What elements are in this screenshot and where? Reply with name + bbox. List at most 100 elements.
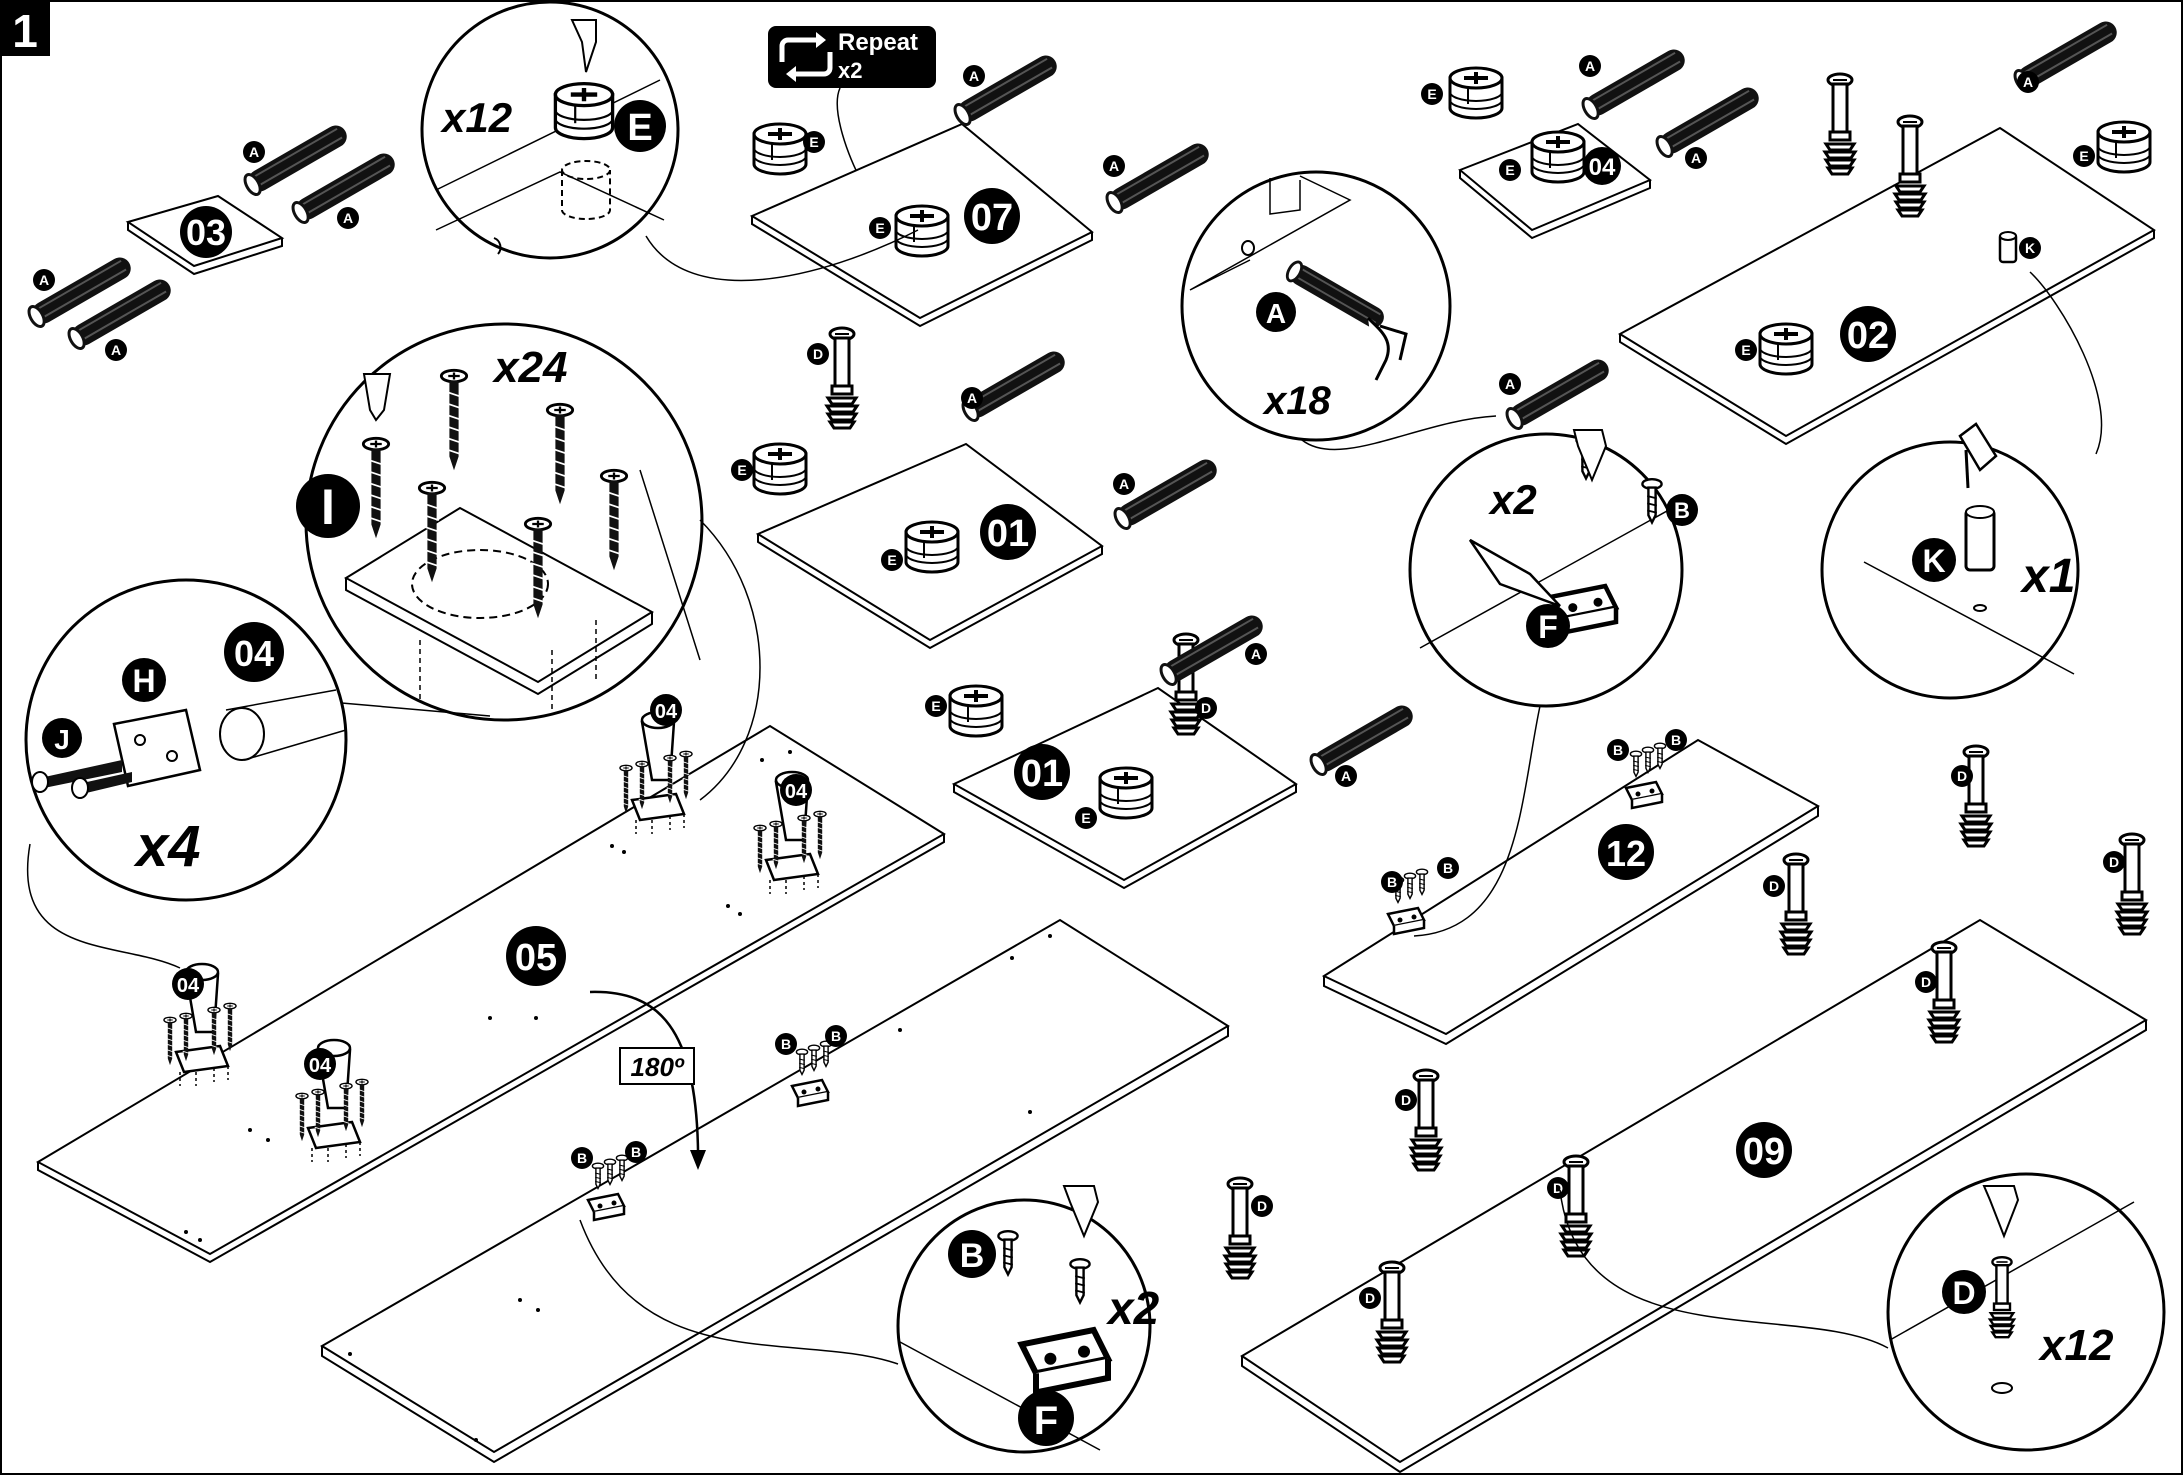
panel-label-07: 07 xyxy=(971,197,1013,239)
leg-label-04: 04 xyxy=(309,1055,332,1077)
part-label-e: E xyxy=(737,462,746,478)
detail-hinge-bottom-qty: x2 xyxy=(1105,1282,1160,1334)
panel-label-05: 05 xyxy=(515,937,557,979)
detail-dowel-part: A xyxy=(1266,298,1286,329)
step-badge: 1 xyxy=(0,0,50,57)
panel-12-group: 12 B B B B xyxy=(1321,729,1820,1046)
detail-hinge-bottom: B x2 F xyxy=(896,1185,1160,1454)
part-label-b: B xyxy=(1671,732,1681,748)
part-label-e: E xyxy=(887,552,896,568)
panel-09-group: 09 D D D D D D D D xyxy=(1223,744,2149,1474)
part-label-d: D xyxy=(1921,974,1931,990)
panel-rotated-group: B B B B xyxy=(320,918,1230,1464)
detail-screws-part: I xyxy=(321,479,335,535)
leg-label-04: 04 xyxy=(655,701,678,723)
part-label-d: D xyxy=(1769,878,1779,894)
part-label-d: D xyxy=(1957,768,1967,784)
detail-hinge-bottom-screw: B xyxy=(960,1237,985,1275)
part-label-b: B xyxy=(577,1150,587,1166)
rotation-label: 180º xyxy=(631,1052,685,1082)
panel-label-01: 01 xyxy=(987,513,1029,555)
part-label-a: A xyxy=(111,342,121,358)
panel-05-group: 05 04 04 04 04 xyxy=(35,694,946,1264)
panel-01-lower-group: 01 A A D E E xyxy=(925,609,1419,890)
detail-hinge-bottom-part: F xyxy=(1034,1399,1058,1443)
part-label-a: A xyxy=(343,210,353,226)
detail-cam-part: E xyxy=(627,107,652,149)
repeat-count: x2 xyxy=(838,58,862,83)
panel-03-group: 03 A A A A xyxy=(24,119,401,361)
repeat-title: Repeat xyxy=(838,29,918,56)
detail-dowel-leader xyxy=(1301,415,1497,451)
detail-hinge-top-part: F xyxy=(1538,609,1558,645)
panel-label-04: 04 xyxy=(1589,154,1616,181)
detail-leg-leader xyxy=(27,843,181,969)
part-label-a: A xyxy=(969,68,979,84)
panel-label-09: 09 xyxy=(1743,1131,1785,1173)
bolt-labels xyxy=(1251,765,2125,1309)
part-label-k: K xyxy=(2025,240,2035,256)
detail-cam-leader xyxy=(645,229,919,282)
leg-label-04: 04 xyxy=(785,781,808,803)
panel-label-01: 01 xyxy=(1021,753,1063,795)
part-label-a: A xyxy=(1251,646,1261,662)
detail-leg: 04 H J x4 xyxy=(24,578,348,902)
detail-cam: x12 E xyxy=(420,0,680,260)
part-label-b: B xyxy=(781,1036,791,1052)
detail-peg-leader xyxy=(2029,271,2103,455)
detail-hinge-bottom-leader xyxy=(579,1219,899,1365)
part-label-d: D xyxy=(1257,1198,1267,1214)
part-label-b: B xyxy=(631,1144,641,1160)
part-label-a: A xyxy=(1341,768,1351,784)
detail-dowel: A x18 xyxy=(1180,170,1452,442)
part-label-b: B xyxy=(1387,874,1397,890)
rotation-indicator: 180º xyxy=(589,990,706,1170)
part-label-e: E xyxy=(1427,86,1436,102)
repeat-icon xyxy=(779,32,833,82)
part-label-e: E xyxy=(809,134,818,150)
detail-cam-qty: x12 xyxy=(440,94,512,141)
step-number: 1 xyxy=(12,5,38,57)
detail-leg-panel: 04 xyxy=(234,633,274,674)
part-label-d: D xyxy=(2109,854,2119,870)
part-label-e: E xyxy=(1741,342,1750,358)
detail-peg: K x1 xyxy=(1820,422,2080,700)
detail-screws-qty: x24 xyxy=(492,343,567,392)
detail-bolt-leader xyxy=(1559,1189,1889,1349)
panel-05-holes xyxy=(184,750,792,1242)
detail-hinge-top-qty: x2 xyxy=(1488,476,1537,523)
part-label-a: A xyxy=(1109,158,1119,174)
part-label-d: D xyxy=(813,346,823,362)
detail-hinge-top: x2 B F xyxy=(1408,429,1698,708)
panel-02-group: 02 K A A E E xyxy=(1499,15,2156,446)
detail-dowel-qty: x18 xyxy=(1262,379,1331,423)
panel-rotated-holes xyxy=(348,934,1052,1442)
part-label-b: B xyxy=(831,1028,841,1044)
part-label-a: A xyxy=(1119,476,1129,492)
repeat-badge: Repeat x2 xyxy=(768,26,936,88)
repeat-leader xyxy=(836,87,861,179)
part-label-d: D xyxy=(1201,700,1211,716)
detail-screws: x24 I xyxy=(296,322,704,722)
detail-bolt-qty: x12 xyxy=(2038,1321,2114,1370)
panel-04-group: 04 A A E E xyxy=(1421,43,1765,240)
panel-label-03: 03 xyxy=(186,212,226,253)
part-label-a: A xyxy=(2023,74,2033,90)
part-label-e: E xyxy=(931,698,940,714)
part-label-e: E xyxy=(875,220,884,236)
detail-hinge-top-leader xyxy=(1413,705,1541,937)
panel-label-12: 12 xyxy=(1606,833,1646,874)
detail-peg-qty: x1 xyxy=(2019,550,2075,603)
part-label-e: E xyxy=(1081,810,1090,826)
detail-screws-leader xyxy=(699,519,761,801)
detail-hinge-top-screw: B xyxy=(1674,498,1690,523)
panel-07-group: 07 A A E E xyxy=(749,49,1215,328)
part-label-a: A xyxy=(1691,150,1701,166)
panel-label-02: 02 xyxy=(1847,315,1889,357)
part-label-a: A xyxy=(39,272,49,288)
detail-peg-part: K xyxy=(1922,543,1945,579)
part-label-d: D xyxy=(1365,1290,1375,1306)
part-label-d: D xyxy=(1553,1180,1563,1196)
part-label-b: B xyxy=(1443,860,1453,876)
